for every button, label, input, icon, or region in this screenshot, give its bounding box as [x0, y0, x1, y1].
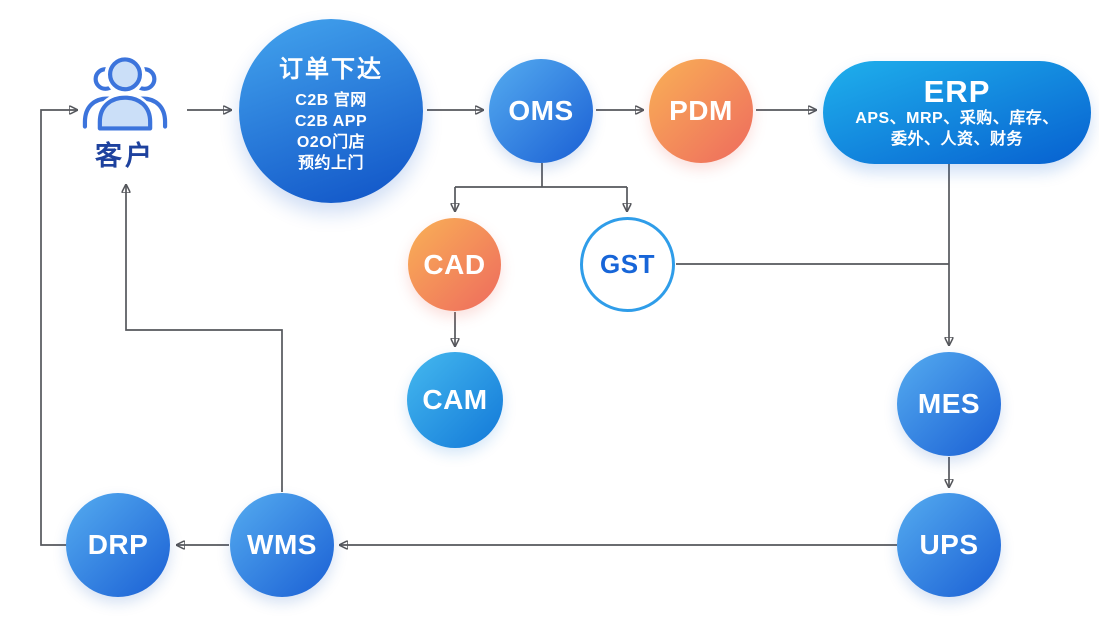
node-cam: CAM — [407, 352, 503, 448]
node-ups: UPS — [897, 493, 1001, 597]
node-pdm: PDM — [649, 59, 753, 163]
main-person-body — [97, 95, 153, 131]
node-cam-label: CAM — [422, 384, 488, 415]
node-gst-label: GST — [600, 249, 655, 279]
order-channel-o2o-store: O2O门店 — [296, 133, 366, 151]
node-oms: OMS — [489, 59, 593, 163]
main-person-head — [107, 57, 143, 92]
node-ups-label: UPS — [919, 529, 979, 560]
node-customer: 客户 — [58, 52, 192, 173]
node-drp: DRP — [66, 493, 170, 597]
order-channel-c2b-app: C2B APP — [294, 112, 368, 130]
order-title: 订单下达 — [279, 55, 383, 83]
node-order-placement: 订单下达 C2B 官网 C2B APP O2O门店 预约上门 — [239, 19, 423, 203]
customers-group-icon — [82, 53, 168, 134]
erp-title: ERP — [923, 73, 991, 109]
node-wms: WMS — [230, 493, 334, 597]
order-channel-c2b-web: C2B 官网 — [295, 91, 367, 109]
node-cad: CAD — [408, 218, 501, 311]
node-mes: MES — [897, 352, 1001, 456]
connector-wms-to-customer — [126, 184, 283, 492]
connector-drp-to-customer — [40, 110, 78, 546]
node-oms-label: OMS — [508, 95, 574, 126]
node-pdm-label: PDM — [669, 95, 733, 126]
node-wms-label: WMS — [247, 529, 317, 560]
erp-modules-line-1: APS、MRP、采购、库存、 — [855, 109, 1059, 127]
customer-label: 客户 — [95, 141, 155, 171]
erp-modules-line-2: 委外、人资、财务 — [890, 130, 1023, 148]
node-erp: ERP APS、MRP、采购、库存、 委外、人资、财务 — [823, 61, 1091, 164]
node-mes-label: MES — [917, 388, 981, 419]
node-gst: GST — [580, 217, 675, 312]
order-channel-home-visit: 预约上门 — [297, 154, 364, 172]
node-cad-label: CAD — [423, 248, 486, 280]
node-drp-label: DRP — [87, 529, 149, 560]
